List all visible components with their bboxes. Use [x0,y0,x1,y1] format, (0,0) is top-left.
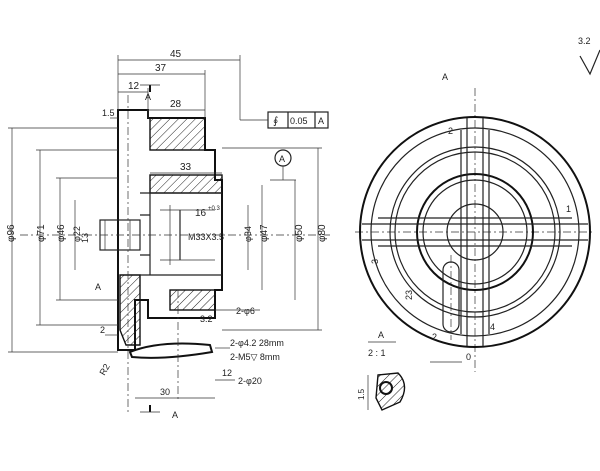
dim-37: 37 [155,63,167,74]
outer-circle-2 [370,127,580,337]
dim-phi71: φ71 [36,224,47,242]
dim-3-2: 3.2 [200,314,213,324]
dim-16-tol: +0.3 [208,206,221,212]
dim-33: 33 [180,162,192,173]
dim-2phi20: 2-φ20 [238,376,262,386]
mid-circle-2 [394,151,556,313]
detail-circle [379,381,393,395]
dim-2phi6: 2-φ6 [236,306,255,316]
mid-circle [389,146,561,318]
section-mark-top: A [145,92,151,102]
hub-circle [446,203,504,261]
detail-letter: A [378,330,384,340]
tolerance-datum: A [318,116,324,126]
end-view-label: A [442,72,448,82]
dim-2phi4-2: 2-φ4.2 28mm [230,338,284,348]
dim-13: 13 [80,233,90,243]
end-label-2b: 2 [432,332,437,342]
dim-12-b: 12 [222,368,232,378]
top-dim-lines [110,55,241,174]
detail-dim-1-5: 1.5 [357,388,366,400]
inner-ring-2 [422,179,528,285]
dim-1-5: 1.5 [102,108,115,118]
dim-2: 2 [100,325,105,335]
dim-28: 28 [170,99,182,110]
lower-dim-lines [105,309,260,399]
detail-scale: 2 : 1 [368,348,386,358]
inner-ring [416,173,534,291]
outer-circle [359,116,591,348]
end-view: A 2 1 3 23 4 2 3.2 [355,36,600,372]
dim-45: 45 [170,49,182,60]
detail-dim-0: 0 [466,352,471,362]
end-label-4: 4 [490,322,495,332]
surface-finish-value: 3.2 [578,36,591,46]
end-label-2: 2 [448,126,453,136]
tolerance-symbol: ∮ [273,116,278,127]
datum-label: A [279,154,285,164]
hatch-top-flange [149,117,206,151]
section-view: 45 37 12 28 1.5 33 16 +0.3 M33X3.5 13 ∮ … [6,49,330,420]
vertical-slot [460,118,490,346]
end-label-3: 3 [370,259,380,264]
hatch-lower-left [119,274,141,346]
tolerance-frame: ∮ 0.05 A [240,111,329,129]
dim-phi47: φ47 [259,224,270,242]
dim-30: 30 [160,387,170,397]
hatch-lower-flange [169,289,216,311]
dim-phi46: φ46 [56,224,67,242]
label-a-hub: A [95,282,101,292]
dim-thread: M33X3.5 [188,232,224,242]
dim-phi50: φ50 [294,224,305,242]
dim-r2: R2 [97,362,111,377]
dim-phi34: φ34 [243,226,253,242]
tolerance-value: 0.05 [290,116,308,126]
horizontal-slot [362,217,588,247]
end-label-1: 1 [566,204,571,214]
dim-12: 12 [128,81,140,92]
detail-view: A 2 : 1 1.5 0 [357,330,471,411]
dim-phi22: φ22 [72,226,82,242]
end-label-23: 23 [404,290,414,300]
bottom-fastener [128,342,214,359]
surface-finish-symbol [579,49,600,76]
hatch-bore-top [149,174,223,194]
vertical-dim-lines [8,127,322,353]
dim-2m5: 2-M5▽ 8mm [230,352,280,362]
dim-16: 16 [195,208,207,219]
dim-phi96: φ96 [6,224,17,242]
section-mark-bottom: A [172,410,178,420]
dim-phi80: φ80 [317,224,328,242]
